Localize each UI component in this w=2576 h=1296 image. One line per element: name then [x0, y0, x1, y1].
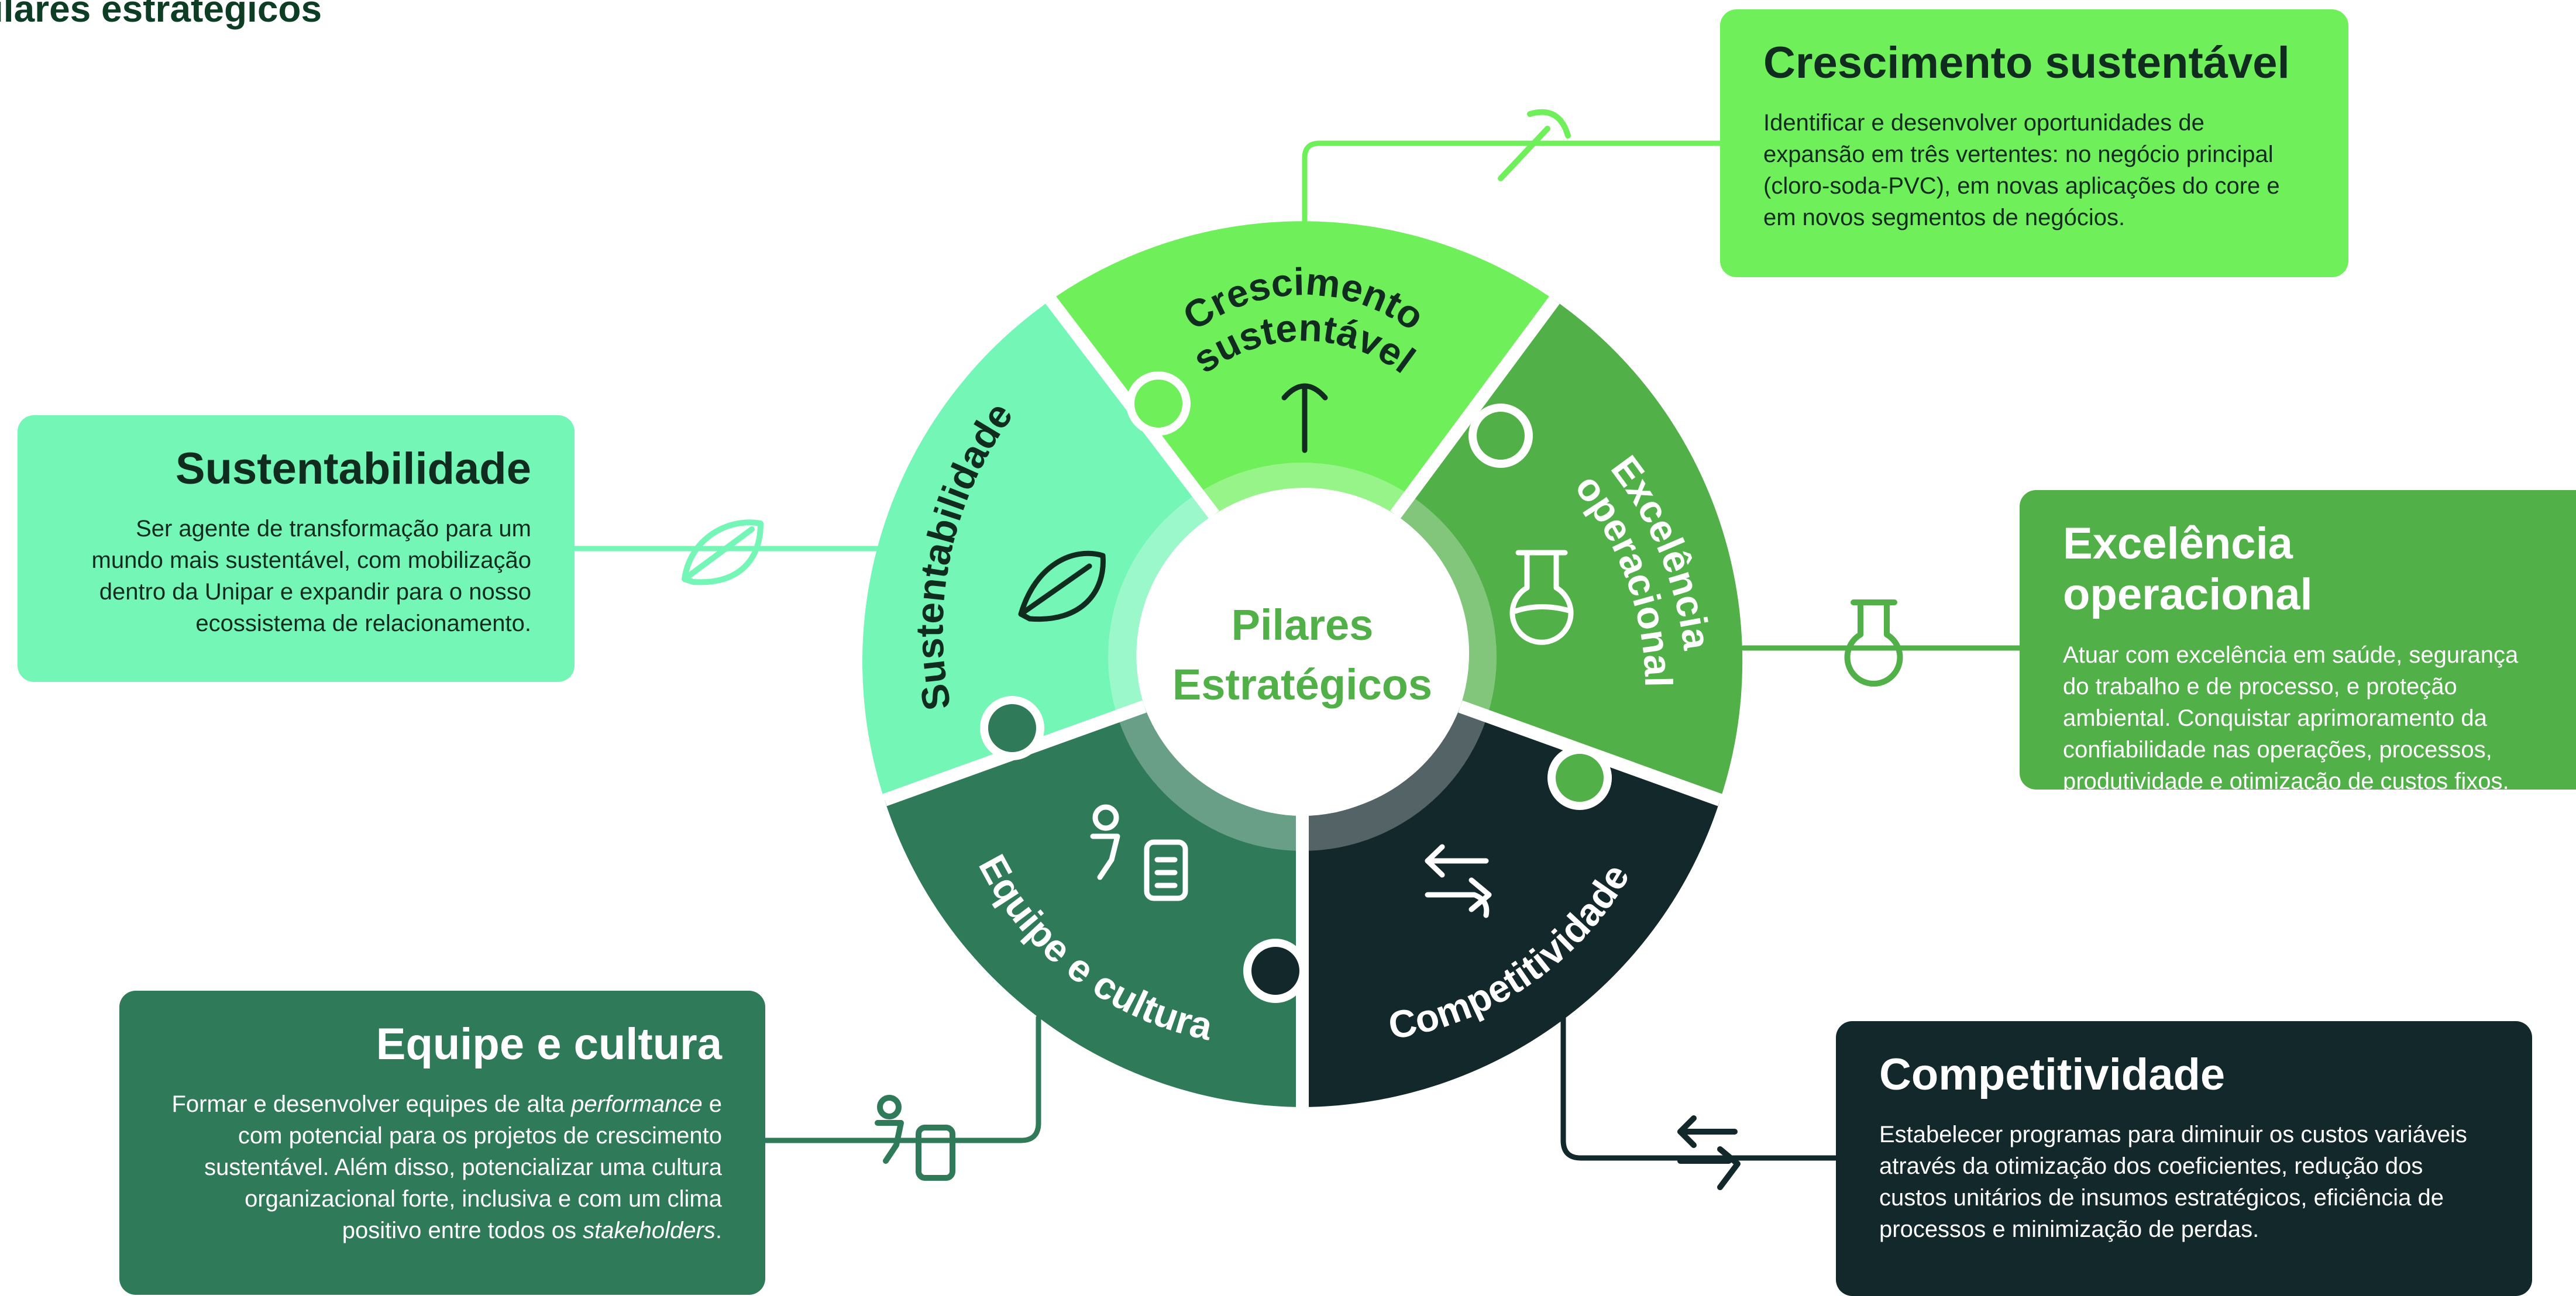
- person-document-icon: [875, 1095, 955, 1181]
- card-competitividade: Competitividade Estabelecer programas pa…: [1836, 1021, 2532, 1296]
- exchange-arrows-icon: [1425, 844, 1492, 918]
- segment-competitividade: [1302, 706, 1720, 1107]
- card-text: Formar e desenvolver equipes de alta per…: [163, 1088, 722, 1246]
- leaf-icon: [682, 519, 763, 585]
- card-crescimento: Crescimento sustentável Identificar e de…: [1720, 9, 2348, 277]
- puzzle-knob: [1468, 404, 1533, 468]
- card-text: Ser agente de transformação para um mund…: [91, 516, 531, 637]
- flask-icon: [1844, 599, 1903, 687]
- puzzle-knob: [1126, 371, 1191, 436]
- card-sustentabilidade: Sustentabilidade Ser agente de transform…: [18, 415, 575, 682]
- puzzle-knob: [1547, 746, 1612, 810]
- card-text-part: Formar e desenvolver equipes de alta: [171, 1091, 572, 1118]
- connector-equipe: [762, 1015, 1041, 1143]
- card-text-part: e com potencial para os projetos de cres…: [204, 1091, 722, 1244]
- person-document-icon: [1090, 804, 1188, 901]
- connector-competitividade: [1560, 1015, 1839, 1161]
- card-title: Competitividade: [1879, 1050, 2226, 1099]
- connector-crescimento: [1302, 140, 1723, 228]
- card-title: Crescimento sustentável: [1763, 38, 2290, 88]
- exchange-arrows-icon: [1677, 1115, 1741, 1190]
- card-text-emphasis: stakeholders: [583, 1218, 716, 1244]
- page-title: ilares estratégicos: [0, 0, 322, 30]
- card-title: Excelência operacional: [2063, 519, 2313, 620]
- ring: [862, 221, 1743, 1107]
- card-title: Equipe e cultura: [376, 1019, 722, 1069]
- segment-equipe: [885, 706, 1302, 1107]
- puzzle-knob: [1243, 939, 1308, 1003]
- card-text-emphasis: performance: [571, 1091, 703, 1118]
- center-disc: [1143, 498, 1461, 816]
- card-excelencia: Excelência operacional Atuar com excelên…: [2020, 490, 2576, 794]
- center-title-line1: Pilares: [1232, 601, 1374, 649]
- center-title-line2: Estratégicos: [1172, 660, 1432, 709]
- arrow-up-right-icon: [1498, 109, 1571, 181]
- arrow-up-icon: [1281, 383, 1328, 453]
- segment-sustentabilidade: [862, 300, 1214, 800]
- card-title: Sustentabilidade: [175, 444, 531, 494]
- card-equipe: Equipe e cultura Formar e desenvolver eq…: [119, 991, 765, 1295]
- card-text: Identificar e desenvolver oportunidades …: [1763, 110, 2280, 231]
- leaf-icon: [1018, 550, 1106, 622]
- flask-icon: [1509, 550, 1574, 645]
- card-text: Atuar com excelência em saúde, segurança…: [2063, 642, 2519, 794]
- card-text-part: .: [715, 1218, 722, 1244]
- puzzle-knob: [980, 696, 1044, 760]
- segment-crescimento: [1051, 221, 1554, 515]
- card-text: Estabelecer programas para diminuir os c…: [1879, 1122, 2467, 1243]
